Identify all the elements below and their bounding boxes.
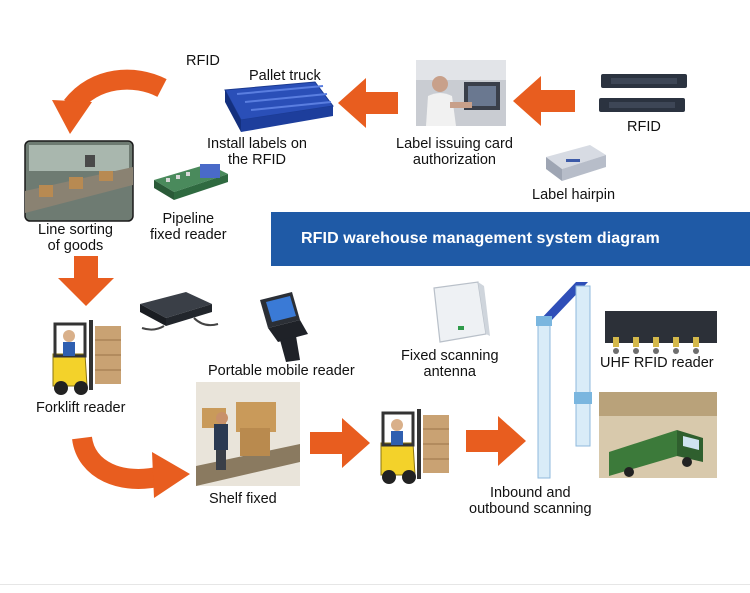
truck-photo <box>599 392 717 478</box>
fixed-antenna-line2: antenna <box>423 364 476 380</box>
shelf-photo <box>196 382 300 486</box>
curved-arrow-top <box>52 69 167 134</box>
inbound-line2: outbound scanning <box>469 501 592 517</box>
page-title: RFID warehouse management system diagram <box>271 212 750 266</box>
gate-antenna-icon <box>536 282 592 479</box>
pipeline-reader-icon <box>154 164 228 200</box>
rfid-tag-label: RFID <box>627 119 661 135</box>
handheld-reader-icon <box>260 292 308 362</box>
pallet-truck-label: Pallet truck <box>249 68 321 84</box>
curved-arrow-bottom <box>72 435 190 498</box>
install-labels-label: Install labels on the RFID <box>207 136 307 168</box>
install-labels-line1: Install labels on <box>207 136 307 152</box>
forklift-reader-label: Forklift reader <box>36 400 126 416</box>
label-issuing-label: Label issuing card authorization <box>396 136 513 168</box>
vehicle-reader-icon <box>140 292 219 331</box>
uhf-reader-label: UHF RFID reader <box>600 355 714 371</box>
panel-antenna-icon <box>433 281 490 343</box>
pipeline-line2: fixed reader <box>150 227 227 243</box>
line-sorting-line2: of goods <box>47 238 104 254</box>
line-sorting-line1: Line sorting <box>38 222 113 238</box>
line-sorting-label: Line sorting of goods <box>38 222 113 254</box>
rfid-top-label: RFID <box>186 53 220 69</box>
label-hairpin-icon <box>546 145 606 181</box>
arrow-down-1 <box>58 256 114 306</box>
fixed-antenna-label: Fixed scanning antenna <box>401 348 499 380</box>
inbound-outbound-label: Inbound and outbound scanning <box>469 485 592 517</box>
install-labels-line2: the RFID <box>227 152 286 168</box>
arrow-left-1 <box>338 78 398 128</box>
divider <box>0 584 750 585</box>
operator-photo <box>416 60 506 126</box>
arrow-right-1 <box>310 418 370 468</box>
label-issuing-line2: authorization <box>412 152 496 168</box>
pallet-icon <box>224 81 334 132</box>
fixed-antenna-line1: Fixed scanning <box>401 348 499 364</box>
portable-reader-label: Portable mobile reader <box>208 363 355 379</box>
label-issuing-line1: Label issuing card <box>396 136 513 152</box>
forklift-icon <box>52 320 121 395</box>
pipeline-line1: Pipeline <box>162 211 215 227</box>
label-hairpin-label: Label hairpin <box>532 187 616 203</box>
uhf-reader-icon <box>605 311 717 354</box>
forklift-icon-2 <box>380 409 449 484</box>
arrow-left-2 <box>513 76 575 126</box>
pipeline-label: Pipeline fixed reader <box>150 211 227 243</box>
rfid-tag-icon <box>599 74 687 112</box>
conveyor-photo <box>24 140 134 222</box>
arrow-right-2 <box>466 416 526 466</box>
shelf-fixed-label: Shelf fixed <box>209 491 277 507</box>
inbound-line1: Inbound and <box>489 485 571 501</box>
